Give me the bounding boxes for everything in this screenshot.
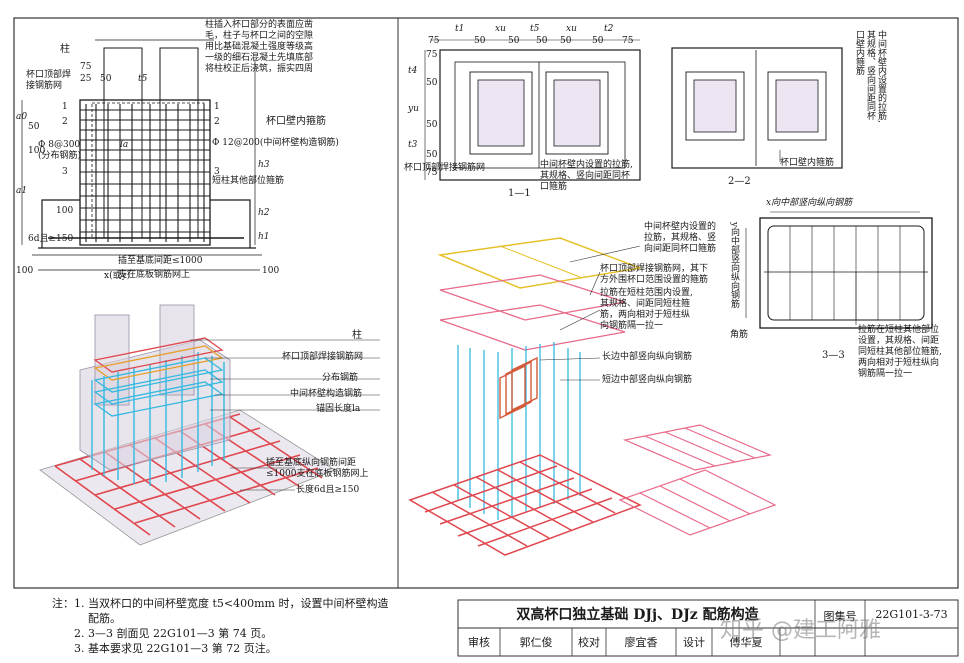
dim-row-50d: 50: [560, 36, 572, 46]
dim-100d: 100: [262, 266, 280, 276]
label-short-side: 短边中部竖向纵向钢筋: [602, 375, 693, 385]
section-mark-3: 3: [62, 167, 68, 177]
tb-review: 审核: [468, 636, 490, 649]
notes-head: 注：: [52, 597, 74, 610]
dim-50b: 50: [28, 122, 40, 132]
label-3d-constr: 中间杯壁构造钢筋: [290, 389, 363, 399]
label-long-side: 长边中部竖向纵向钢筋: [602, 352, 693, 362]
dim-a0: a0: [16, 112, 28, 122]
tb-fig-no: 22G101-3-73: [875, 608, 948, 621]
dim-yu: yu: [408, 104, 419, 114]
dim-h3: h3: [258, 160, 270, 170]
dim-la: la: [120, 140, 129, 150]
dim-row-50c: 50: [536, 36, 548, 46]
label-3d-anchor-len: 锚固长度la: [316, 404, 361, 414]
section-mark-1-right: 1: [214, 102, 220, 112]
dim-row-50e: 50: [592, 36, 604, 46]
label-weld-mesh-left: 杯口顶部焊 接钢筋网: [26, 70, 72, 91]
dim-col-50a: 50: [426, 78, 438, 88]
label-column: 柱: [60, 44, 70, 55]
section-title-3-3: 3—3: [822, 350, 845, 361]
dim-t1: t1: [455, 24, 465, 34]
label-weld-mesh-plan: 杯口顶部焊接钢筋网: [404, 163, 486, 173]
label-3d-column: 柱: [352, 330, 362, 341]
label-3d-insert: 插至基底纵向钢筋间距 ≤1000支在底板钢筋网上: [266, 458, 369, 479]
dim-xu-1: xu: [495, 24, 506, 34]
dim-row-50a: 50: [474, 36, 486, 46]
tb-design: 设计: [683, 636, 705, 649]
dim-xy: x(或y): [104, 271, 131, 281]
label-y-mid: y向中部竖向纵向钢筋: [729, 222, 739, 309]
dim-h2: h2: [258, 208, 270, 218]
label-cup-stirrup: 杯口壁内箍筋: [266, 116, 326, 127]
note-1b: 配筋。: [88, 612, 121, 625]
label-exp-weld: 杯口顶部焊接钢筋网，其下 方外围杯口范围设置的箍筋: [600, 264, 709, 285]
section-mark-2: 2: [62, 117, 68, 127]
dim-100: 100: [28, 146, 46, 156]
tb-fig-label: 图集号: [823, 610, 857, 623]
dim-h1: h1: [258, 232, 270, 242]
section-3-3: [745, 211, 933, 329]
dim-t3: t3: [408, 140, 418, 150]
label-support: 支在底板钢筋网上: [118, 270, 191, 280]
label-dist-bar: Φ 8@300 (分布钢筋): [38, 140, 82, 161]
dim-col-75b: 75: [426, 168, 438, 178]
left-section-drawing: [21, 39, 262, 271]
dim-t2: t2: [604, 24, 614, 34]
section-mark-2-right: 2: [214, 117, 220, 127]
dim-row-75b: 75: [622, 36, 634, 46]
label-exp-tie: 中间杯壁内设置的 拉筋，其规格、竖 向间距同杯口箍筋: [644, 222, 717, 254]
dim-xu-2: xu: [566, 24, 577, 34]
dim-col-50b: 50: [426, 120, 438, 130]
dim-t5-right: t5: [530, 24, 540, 34]
dim-t4: t4: [408, 66, 418, 76]
label-tie-vertical: 中间杯壁内设置的拉筋, 其规格、竖向间距同杯 口壁内箍筋: [854, 30, 886, 123]
note-1a: 1. 当双杯口的中间杯壁宽度 t5<400mm 时，设置中间杯壁构造: [74, 597, 389, 610]
label-anchor: 6d且≥150: [28, 234, 74, 244]
dim-row-50b: 50: [508, 36, 520, 46]
label-3d-dist: 分布钢筋: [322, 373, 359, 383]
label-spacing: 插至基底间距≤1000: [118, 256, 203, 266]
note-3: 3. 基本要求见 22G101—3 第 72 页注。: [74, 642, 277, 655]
label-tie-plan: 中间杯壁内设置的拉筋, 其规格、竖向间距同杯 口箍筋: [540, 160, 633, 192]
dim-75: 75: [80, 62, 92, 72]
label-tie3: 拉筋在短柱其他部位 设置，其规格、间距 同短柱其他部位箍筋, 两向相对于短柱纵向…: [858, 325, 942, 379]
dim-25: 25: [80, 74, 92, 84]
label-3d-length: 长度6d且≥150: [296, 485, 360, 495]
label-corner: 角筋: [730, 330, 749, 340]
tb-check: 校对: [578, 636, 600, 649]
watermark: 知乎 @建工阿雅: [720, 618, 881, 643]
dim-100b: 100: [56, 206, 74, 216]
dim-50: 50: [100, 74, 112, 84]
tb-reviewer: 郭仁俊: [519, 636, 553, 649]
right-3d-drawing: [408, 237, 777, 556]
dim-100c: 100: [16, 266, 34, 276]
plan-1-1: [424, 39, 641, 181]
section-mark-3-right: 3: [214, 167, 220, 177]
label-short-col: 短柱其他部位箍筋: [212, 176, 285, 186]
drawing-title: 双高杯口独立基础 DJj、DJz 配筋构造: [516, 607, 759, 623]
label-exp-tie2: 拉筋在短柱范围内设置, 其规格、间距同短柱箍 筋，两向相对于短柱纵 向钢筋隔一拉…: [600, 288, 693, 331]
section-title-2-2: 2—2: [728, 176, 751, 187]
section-mark-1: 1: [62, 102, 68, 112]
dim-col-75a: 75: [426, 50, 438, 60]
left-3d-drawing: [39, 304, 380, 546]
dim-row-75a: 75: [428, 36, 440, 46]
dim-t5-left: t5: [138, 74, 148, 84]
label-x-mid: x向中部竖向纵向钢筋: [766, 198, 853, 208]
label-cup-constr: Φ 12@200(中间杯壁构造钢筋): [212, 138, 339, 148]
label-cup-stirrup-plan: 杯口壁内箍筋: [780, 158, 835, 168]
label-3d-weld-mesh: 杯口顶部焊接钢筋网: [282, 352, 364, 362]
dim-a1: a1: [16, 186, 28, 196]
section-title-1-1: 1—1: [508, 188, 531, 199]
plan-2-2: [671, 47, 843, 169]
tb-checker: 廖宜香: [624, 636, 658, 649]
note-2: 2. 3—3 剖面见 22G101—3 第 74 页。: [74, 627, 273, 640]
note-grout: 柱插入杯口部分的表面应凿 毛，柱子与杯口之间的空隙 用比基础混凝土强度等级高 一…: [205, 20, 314, 74]
dim-col-50c: 50: [426, 150, 438, 160]
tb-designer: 傅华夏: [729, 636, 763, 649]
